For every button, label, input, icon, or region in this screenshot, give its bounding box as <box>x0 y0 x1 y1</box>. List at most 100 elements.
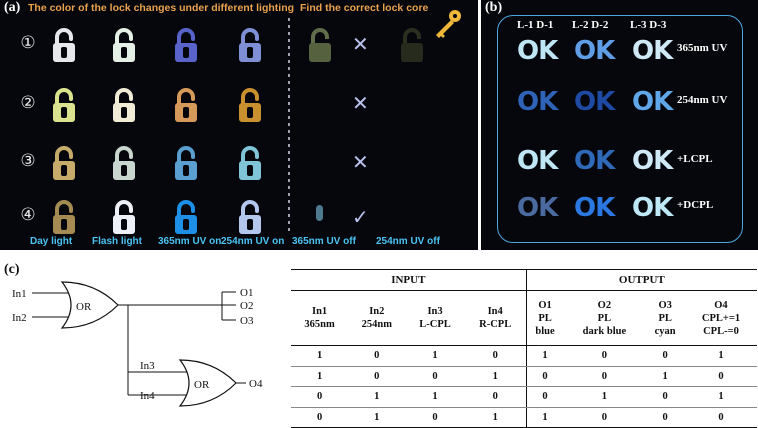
panel-a-title-lighting: The color of the lock changes under diff… <box>28 2 295 14</box>
lock-r3-c4 <box>239 146 261 180</box>
ok-text-r2-c1: OK <box>517 87 558 117</box>
column-header-line: In3 <box>427 306 443 317</box>
caption-254nm-uv-off: 254nm UV off <box>376 236 440 247</box>
column-header-line: blue <box>535 325 555 337</box>
or-gate-2 <box>178 359 237 407</box>
column-header-line: In2 <box>369 306 385 317</box>
table-cell: 1 <box>405 386 465 408</box>
label-o1: O1 <box>240 287 253 299</box>
table-cell: 1 <box>464 407 527 428</box>
ok-text-r4-c3: OK <box>632 193 673 223</box>
ok-text-r3-c3: OK <box>632 146 673 176</box>
row-label-4: ④ <box>20 205 36 225</box>
cross-mark-row-1: ✕ <box>352 32 369 56</box>
table-cell: 0 <box>464 386 527 408</box>
or-gate-2-label: OR <box>194 379 210 391</box>
column-header-line: In4 <box>487 306 503 317</box>
column-header-line: R-CPL <box>479 319 512 330</box>
lock-r1-c2 <box>113 28 135 62</box>
ok-text-r4-c2: OK <box>574 193 615 223</box>
table-cell: 1 <box>405 345 465 367</box>
ok-text-r1-c1: OK <box>517 36 558 66</box>
table-cell: 0 <box>563 407 646 428</box>
column-header-3: L-3 D-3 <box>630 19 667 31</box>
table-cell: 0 <box>645 386 685 408</box>
lock-r3-c3 <box>175 146 197 180</box>
lock-r3-c2 <box>113 146 135 180</box>
table-cell: 1 <box>291 366 349 387</box>
table-cell: 0 <box>525 366 564 387</box>
ok-text-r3-c1: OK <box>517 146 558 176</box>
header-output: OUTPUT <box>525 269 757 291</box>
column-header-line: O2 <box>597 299 612 311</box>
ok-text-r2-c2: OK <box>574 87 615 117</box>
label-in3: In3 <box>140 360 155 372</box>
table-cell: 0 <box>348 366 406 387</box>
ok-text-r1-c2: OK <box>574 36 615 66</box>
lock-r4-c1 <box>53 200 75 234</box>
caption-365nm-uv-off: 365nm UV off <box>292 236 356 247</box>
lock-core-glow <box>309 28 331 62</box>
row-label-2: ② <box>20 93 36 113</box>
lock-r1-c4 <box>239 28 261 62</box>
panel-a-divider <box>288 18 290 234</box>
condition-254nm-uv: 254nm UV <box>677 94 728 106</box>
column-header-line: 254nm <box>361 319 392 330</box>
header-input: INPUT <box>291 269 527 291</box>
table-cell: 0 <box>645 407 685 428</box>
column-header-1: L-1 D-1 <box>517 19 554 31</box>
table-cell: 0 <box>348 345 406 367</box>
table-cell: 1 <box>684 345 757 367</box>
table-cell: 1 <box>645 366 685 387</box>
caption-flash-light: Flash light <box>92 236 142 247</box>
logic-circuit: OR OR In1 In2 In3 In4 O1 O2 O3 O4 <box>12 281 263 407</box>
or-gate-1-label: OR <box>76 301 92 313</box>
label-o2: O2 <box>240 300 253 312</box>
lock-r4-c2 <box>113 200 135 234</box>
panel-b-label: (b) <box>485 0 503 15</box>
caption-365nm-uv-on: 365nm UV on <box>158 236 222 247</box>
check-mark-row-4: ✓ <box>352 205 369 229</box>
column-header-line: PL <box>658 312 672 324</box>
table-cell: 0 <box>464 345 527 367</box>
table-cell: 0 <box>684 407 757 428</box>
lock-r3-c1 <box>53 146 75 180</box>
label-in1: In1 <box>12 288 27 300</box>
table-cell: 1 <box>525 407 564 428</box>
lock-core-row4 <box>316 205 323 221</box>
lock-core-dim <box>401 28 423 62</box>
column-header-line: cyan <box>654 325 676 337</box>
table-cell: 1 <box>525 345 564 367</box>
column-header-line: CPL-=0 <box>703 325 739 337</box>
table-cell: 0 <box>405 366 465 387</box>
panel-a-title-lock-core: Find the correct lock core <box>300 2 429 14</box>
column-header-line: O4 <box>714 299 728 311</box>
table-cell: 0 <box>645 345 685 367</box>
table-cell: 0 <box>525 386 564 408</box>
cross-mark-row-3: ✕ <box>352 150 369 174</box>
column-header-line: PL <box>538 312 552 324</box>
table-cell: 1 <box>563 386 646 408</box>
caption-day-light: Day light <box>30 236 73 247</box>
panel-a-label: (a) <box>4 0 21 15</box>
table-cell: 1 <box>684 386 757 408</box>
panel-a-lock-photos: (a) The color of the lock changes under … <box>0 0 478 250</box>
label-in4: In4 <box>140 390 155 402</box>
lock-r2-c3 <box>175 88 197 122</box>
condition-lcpl: +LCPL <box>677 153 713 165</box>
ok-text-r4-c1: OK <box>517 193 558 223</box>
table-cell: 1 <box>291 345 349 367</box>
panel-b-frame <box>497 15 743 243</box>
condition-dcpl: +DCPL <box>677 199 714 211</box>
